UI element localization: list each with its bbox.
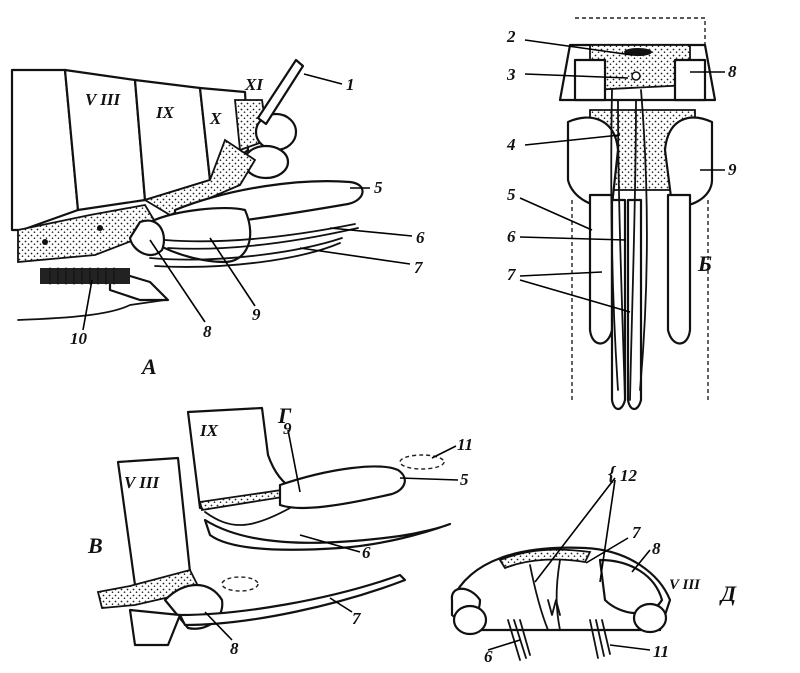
label-g-11: 11 xyxy=(457,435,474,454)
label-d-12-brace: { xyxy=(608,463,615,485)
label-g-9: 9 xyxy=(283,419,292,438)
valvula-9-plate xyxy=(148,207,252,264)
segment-viii-plate xyxy=(10,68,80,232)
valvula-7-rods xyxy=(610,89,648,401)
label-v-8: 8 xyxy=(230,639,239,658)
lower-dashed-outline xyxy=(571,200,709,400)
valvula-9-right xyxy=(663,116,714,208)
label-v-7: 7 xyxy=(352,609,361,628)
segment-label-x: X xyxy=(210,109,222,128)
panel-a-drawing xyxy=(10,58,413,331)
valvula-7 xyxy=(149,237,343,268)
valvula-9-g xyxy=(204,507,291,526)
process-dashed-v xyxy=(221,576,259,592)
label-d-8: 8 xyxy=(652,539,661,558)
bristles-11-right xyxy=(589,619,611,659)
panel-label-v: В xyxy=(88,533,103,558)
label-a-6: 6 xyxy=(416,228,425,247)
segment-label-viii: V III xyxy=(85,90,121,109)
valvifer-8 xyxy=(128,219,166,256)
central-valvulae-d xyxy=(529,559,561,631)
label-a-1: 1 xyxy=(346,75,355,94)
valvifer-8-left xyxy=(573,58,607,102)
panel-b-drawing xyxy=(519,17,725,411)
label-a-9: 9 xyxy=(252,305,261,324)
panel-v-leaders xyxy=(204,597,353,641)
valvula-5-right xyxy=(666,193,692,345)
lobe-right-d xyxy=(632,602,668,634)
cercus-rod xyxy=(256,58,305,126)
segment-label-ix: IX xyxy=(156,103,174,122)
label-d-6: 6 xyxy=(484,647,493,666)
panel-b-leaders xyxy=(519,39,725,313)
label-b-3: 3 xyxy=(507,65,516,84)
panel-v-drawing xyxy=(96,456,407,647)
valvula-6-g xyxy=(203,518,452,551)
label-b-5: 5 xyxy=(507,185,516,204)
valvifer-8-right xyxy=(673,58,707,102)
panel-g-drawing xyxy=(186,406,459,553)
panel-label-b: Б xyxy=(698,251,712,276)
valvula-5-left xyxy=(588,193,614,345)
structure-10-hatched xyxy=(40,267,130,285)
label-d-7: 7 xyxy=(632,523,641,542)
label-a-7: 7 xyxy=(414,258,423,277)
panel-label-g: Г xyxy=(278,403,292,428)
label-a-10: 10 xyxy=(70,329,87,348)
panel-label-d: Д xyxy=(721,581,737,606)
dorsal-band-d xyxy=(498,548,592,570)
label-b-7: 7 xyxy=(507,265,516,284)
segment-label-ix-g: IX xyxy=(200,421,218,440)
segment-label-xi: XI xyxy=(245,75,263,94)
lower-plate-v xyxy=(128,608,182,647)
label-b-4: 4 xyxy=(507,135,516,154)
lobe-left-d xyxy=(452,604,488,636)
label-a-5: 5 xyxy=(374,178,383,197)
segment-ix-tergite xyxy=(133,78,212,202)
valvula-7-v xyxy=(178,573,407,627)
segment-label-viii-v: V III xyxy=(124,473,160,492)
label-g-6: 6 xyxy=(362,543,371,562)
valvula-8-d xyxy=(598,558,664,615)
segment-label-viii-d: V III xyxy=(669,577,700,593)
label-b-9: 9 xyxy=(728,160,737,179)
label-d-11: 11 xyxy=(653,642,670,661)
label-a-8: 8 xyxy=(203,322,212,341)
panel-g-leaders xyxy=(287,429,459,553)
panel-d-drawing xyxy=(450,477,672,661)
process-11-dashed xyxy=(399,454,445,470)
panel-a-leaders xyxy=(82,73,413,331)
panel-d-leaders xyxy=(487,477,651,651)
valvula-5-g xyxy=(278,465,406,510)
label-b-8: 8 xyxy=(728,62,737,81)
label-b-2: 2 xyxy=(507,27,516,46)
lower-body-line xyxy=(17,299,166,321)
label-b-6: 6 xyxy=(507,227,516,246)
panel-label-a: А xyxy=(142,354,157,379)
bristles-11-left xyxy=(507,619,531,661)
label-d-12: 12 xyxy=(620,466,637,485)
label-g-5: 5 xyxy=(460,470,469,489)
